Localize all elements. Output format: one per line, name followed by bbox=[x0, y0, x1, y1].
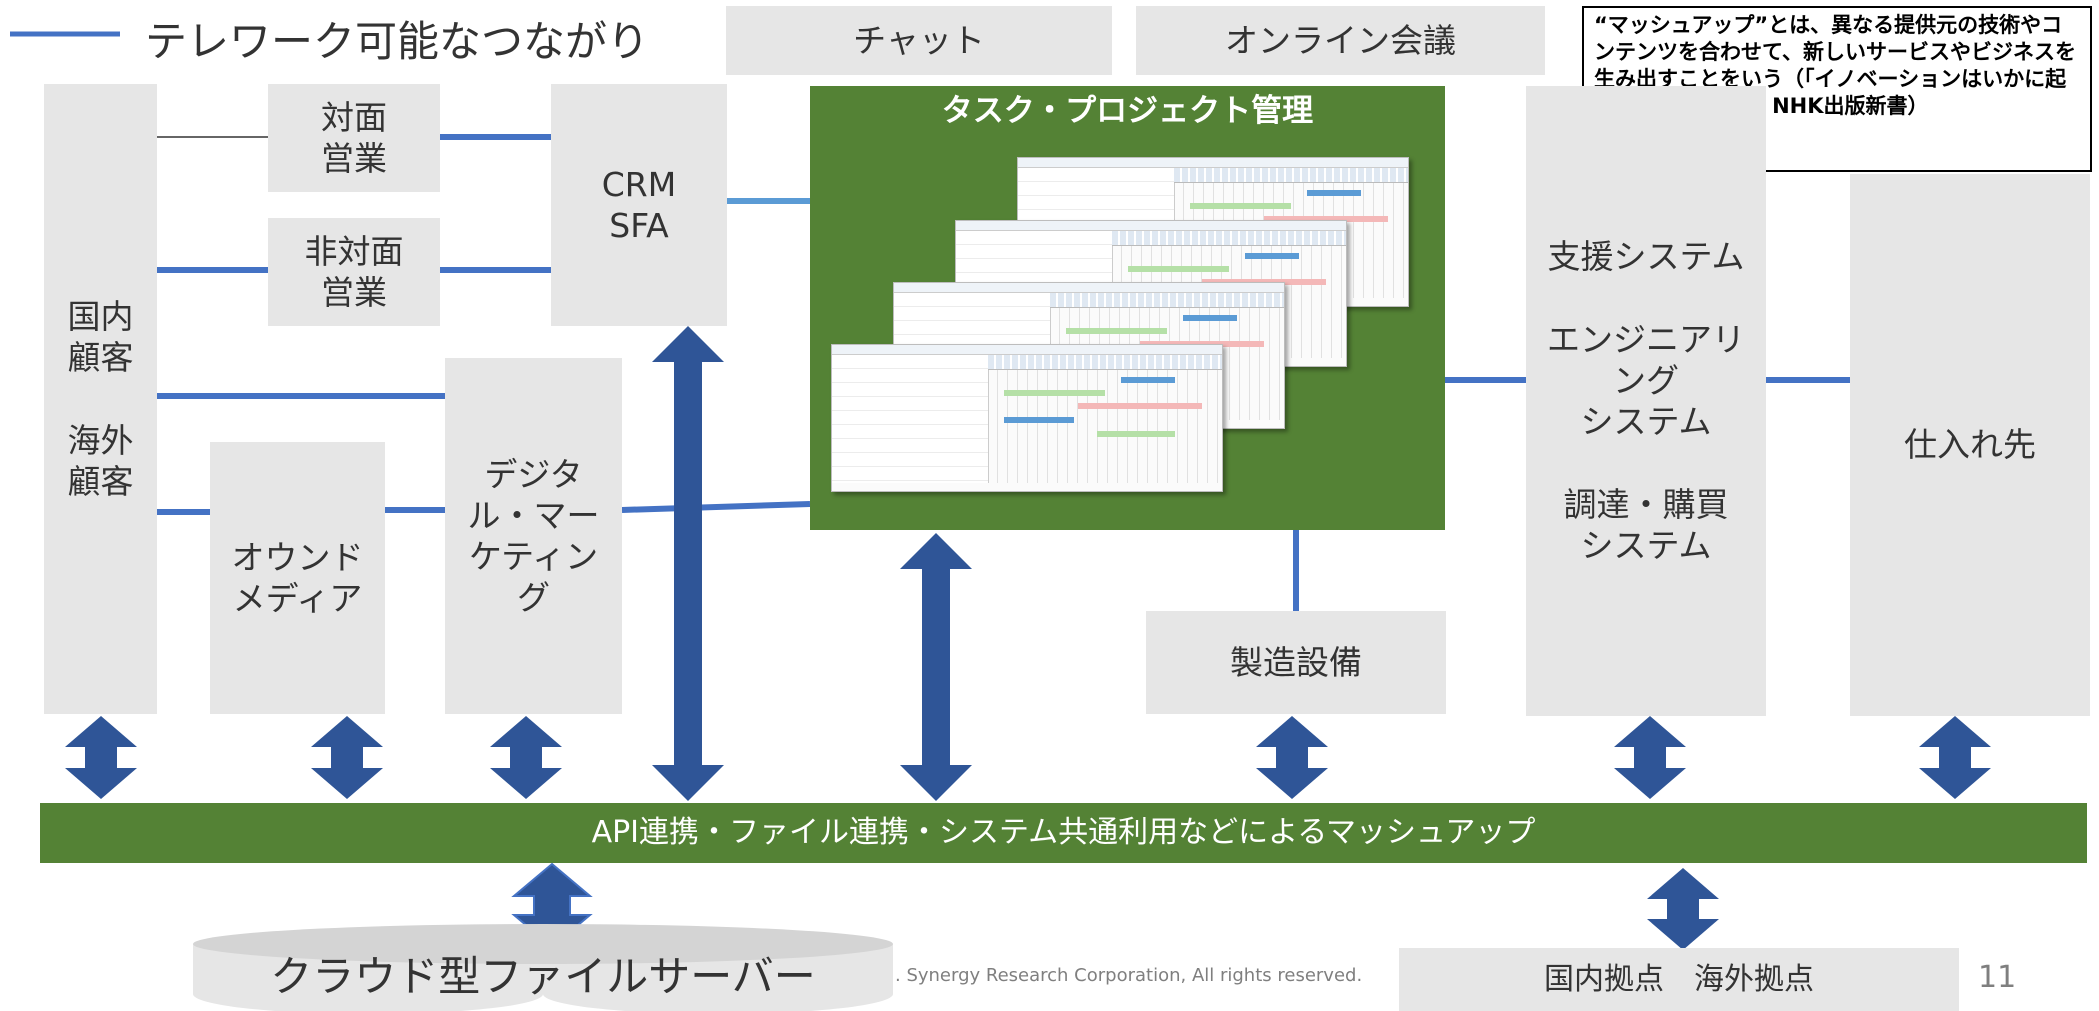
chat-box: チャット bbox=[726, 6, 1112, 75]
online-meeting-box: オンライン会議 bbox=[1136, 6, 1545, 75]
digital-marketing-box: デジタ ル・マー ケティン グ bbox=[445, 358, 622, 714]
page-number: 11 bbox=[1978, 960, 2017, 995]
remote-sales-box: 非対面 営業 bbox=[268, 218, 440, 326]
copyright-text: . Synergy Research Corporation, All righ… bbox=[895, 965, 1363, 986]
double-arrow-owned-media bbox=[311, 716, 383, 799]
suppliers-box: 仕入れ先 bbox=[1850, 174, 2090, 716]
digital-task-line bbox=[621, 501, 811, 513]
cloud-server-label: クラウド型ファイルサーバー bbox=[270, 951, 816, 1001]
bases-box: 国内拠点 海外拠点 bbox=[1399, 948, 1959, 1011]
double-arrow-bases bbox=[1647, 868, 1719, 950]
double-arrow-task-management bbox=[900, 533, 972, 801]
owned-media-box: オウンド メディア bbox=[210, 442, 385, 714]
support-systems-box: 支援システム エンジニアリ ング システム 調達・購買 システム bbox=[1526, 86, 1766, 716]
double-arrow-crm bbox=[652, 326, 724, 801]
customers-box: 国内 顧客 海外 顧客 bbox=[44, 84, 157, 714]
legend-label: テレワーク可能なつながり bbox=[145, 17, 650, 66]
face-sales-box: 対面 営業 bbox=[268, 84, 440, 192]
double-arrow-support-systems bbox=[1614, 716, 1686, 799]
manufacturing-box: 製造設備 bbox=[1146, 611, 1446, 714]
double-arrow-manufacturing bbox=[1256, 716, 1328, 799]
mashup-bar: API連携・ファイル連携・システム共通利用などによるマッシュアップ bbox=[40, 803, 2087, 863]
double-arrow-customers bbox=[65, 716, 137, 799]
crm-sfa-box: CRM SFA bbox=[551, 84, 727, 326]
double-arrow-suppliers bbox=[1919, 716, 1991, 799]
double-arrow-digital-marketing bbox=[490, 716, 562, 799]
gantt-screenshot-1 bbox=[831, 344, 1223, 492]
